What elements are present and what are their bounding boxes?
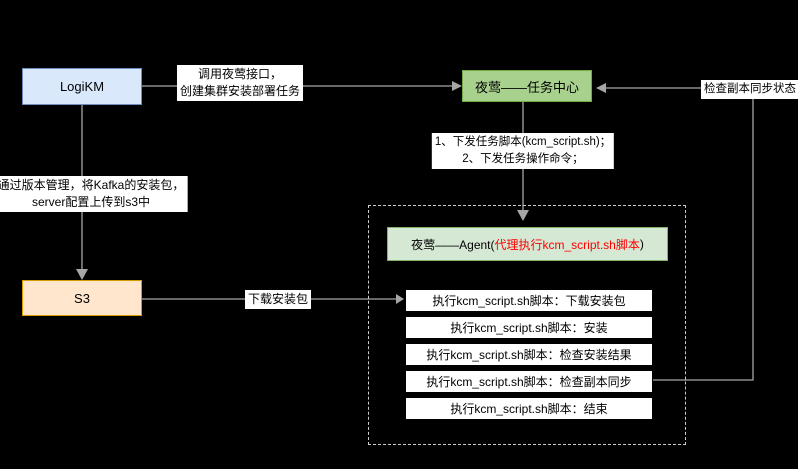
step-row-finish: 执行kcm_script.sh脚本：结束 bbox=[405, 397, 653, 420]
step-row-check-install: 执行kcm_script.sh脚本：检查安装结果 bbox=[405, 343, 653, 366]
task-center-node: 夜莺——任务中心 bbox=[462, 70, 592, 102]
step-row-install: 执行kcm_script.sh脚本：安装 bbox=[405, 316, 653, 339]
label-check-replica-sync: 检查副本同步状态 bbox=[701, 80, 798, 99]
step-row-check-replica: 执行kcm_script.sh脚本：检查副本同步 bbox=[405, 370, 653, 393]
connector-agent-taskcenter bbox=[606, 87, 754, 381]
label-dispatch-commands: 1、下发任务脚本(kcm_script.sh)； 2、下发任务操作命令； bbox=[431, 133, 615, 169]
label-download-package: 下载安装包 bbox=[244, 290, 312, 309]
label-upload-to-s3: 通过版本管理，将Kafka的安装包， server配置上传到s3中 bbox=[0, 176, 188, 212]
agent-title-highlight: 代理执行kcm_script.sh脚本 bbox=[494, 237, 640, 252]
agent-title-suffix: ) bbox=[639, 237, 644, 251]
arrowhead-down-icon bbox=[76, 269, 88, 280]
s3-node: S3 bbox=[22, 280, 142, 316]
arrowhead-right-icon bbox=[396, 294, 404, 304]
step-row-download: 执行kcm_script.sh脚本：下载安装包 bbox=[405, 289, 653, 312]
agent-node: 夜莺——Agent(代理执行kcm_script.sh脚本) bbox=[387, 227, 668, 261]
arrowhead-left-icon bbox=[596, 83, 606, 93]
label-call-api: 调用夜莺接口， 创建集群安装部署任务 bbox=[176, 65, 304, 101]
arrowhead-right-icon bbox=[452, 81, 462, 91]
agent-title-prefix: 夜莺——Agent( bbox=[411, 237, 495, 252]
logikm-node: LogiKM bbox=[22, 68, 142, 105]
arrowhead-down-icon bbox=[517, 210, 529, 221]
agent-container: 夜莺——Agent(代理执行kcm_script.sh脚本) 执行kcm_scr… bbox=[368, 205, 686, 445]
